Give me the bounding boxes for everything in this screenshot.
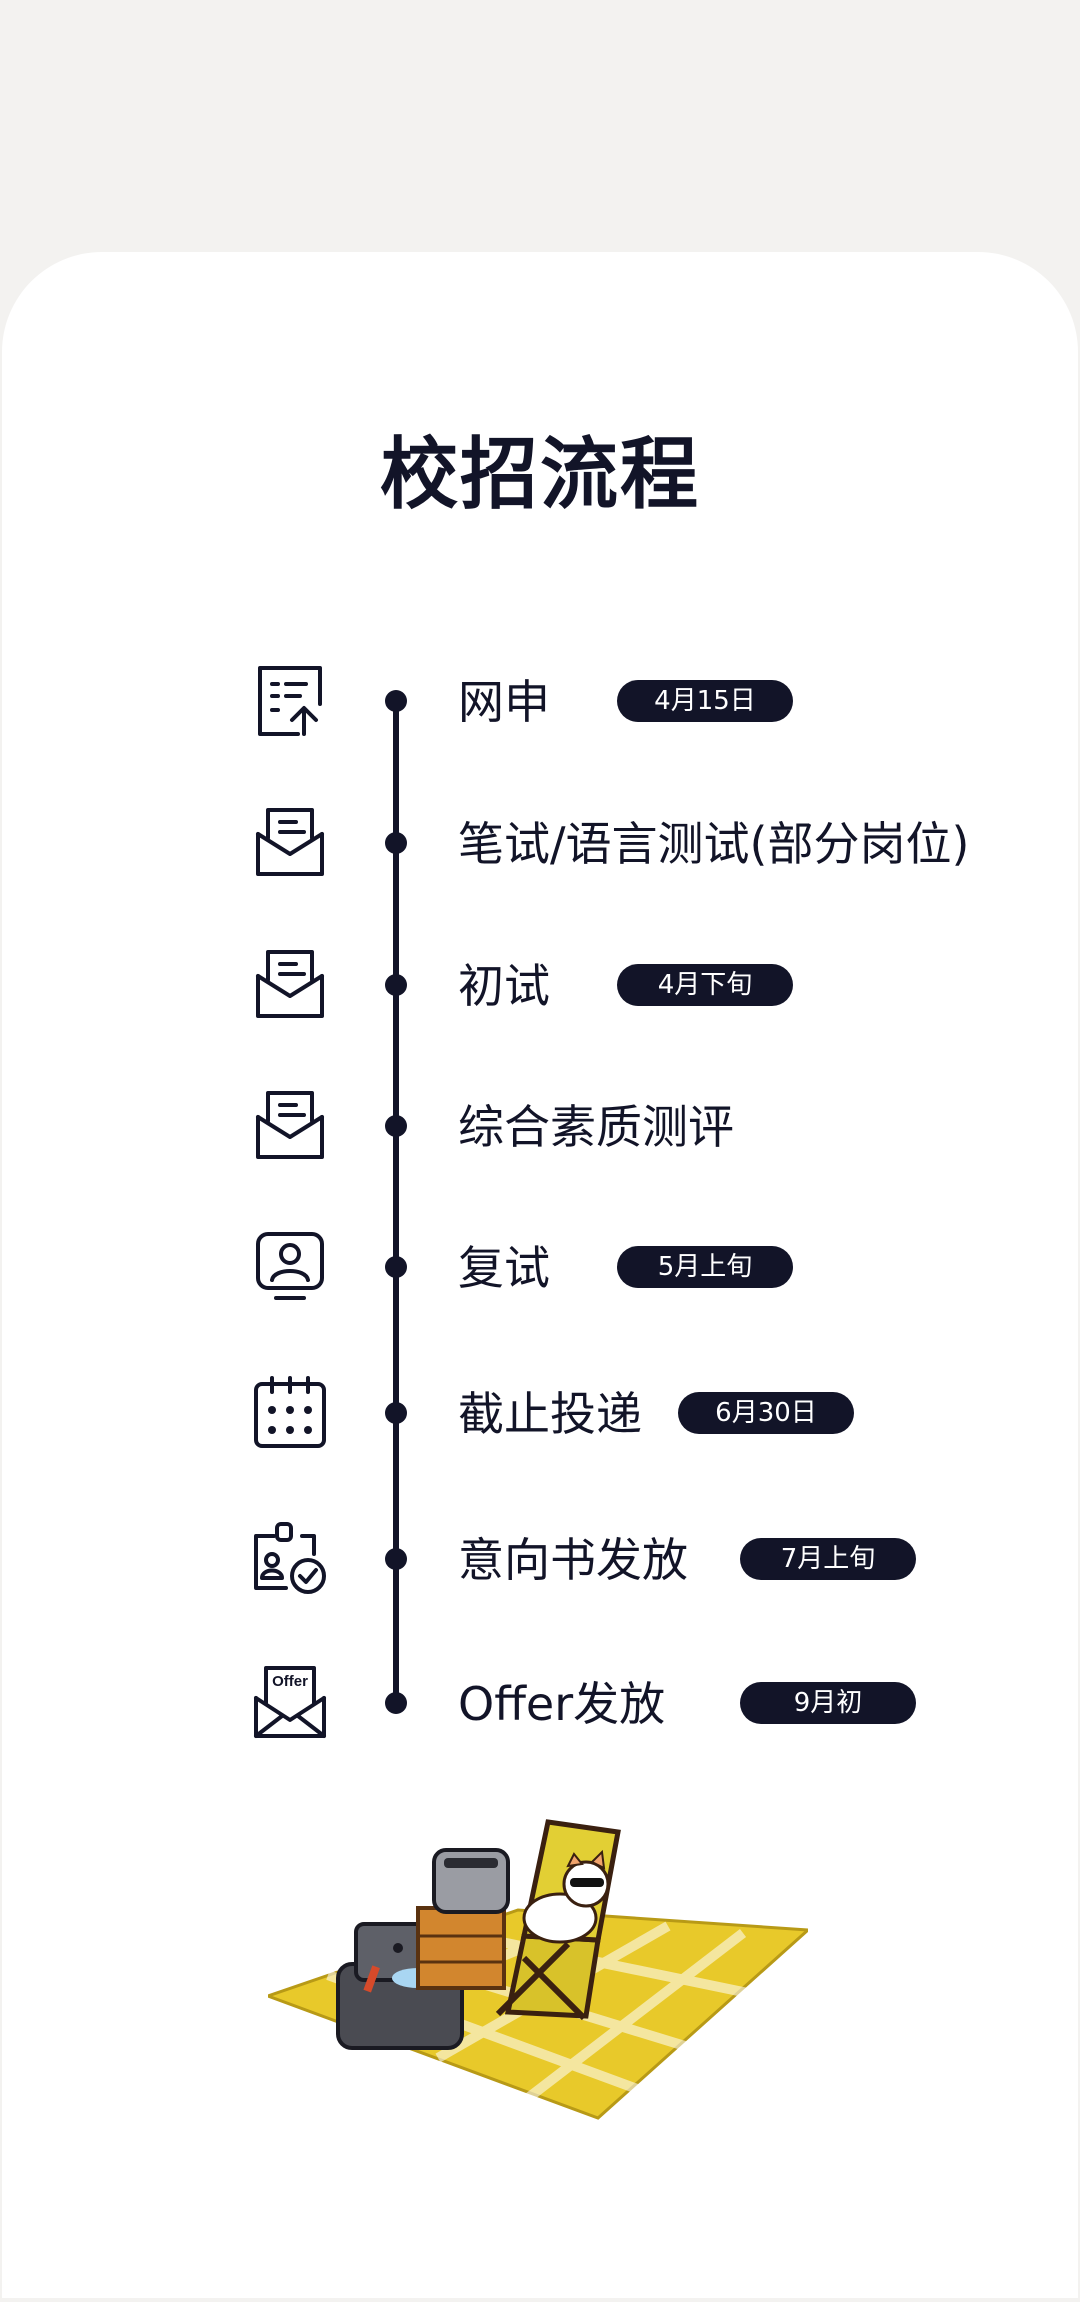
timeline-dot: [385, 974, 407, 996]
page-title: 校招流程: [379, 430, 700, 520]
step-date-badge: 9月初: [740, 1682, 916, 1724]
picnic-illustration: [268, 1818, 808, 2128]
timeline-dot: [385, 832, 407, 854]
step-label: Offer发放: [458, 1677, 666, 1731]
timeline-dot: [385, 1256, 407, 1278]
timeline-step-written-test: 笔试/语言测试(部分岗位): [0, 804, 1080, 894]
step-label: 初试: [458, 959, 550, 1013]
timeline-dot: [385, 690, 407, 712]
envelope-icon: [252, 946, 328, 1022]
timeline-line: [393, 704, 399, 1702]
timeline-step-second-interview: 复试 5月上旬: [0, 1228, 1080, 1318]
step-date-badge: 4月下旬: [617, 964, 793, 1006]
offer-envelope-icon: Offer: [252, 1664, 328, 1740]
timeline-step-first-interview: 初试 4月下旬: [0, 946, 1080, 1036]
timeline-step-offer: Offer Offer发放 9月初: [0, 1664, 1080, 1754]
step-date-badge: 6月30日: [678, 1392, 854, 1434]
video-interview-icon: [252, 1228, 328, 1304]
offer-icon-text: Offer: [272, 1673, 308, 1690]
timeline-step-deadline: 截止投递 6月30日: [0, 1374, 1080, 1464]
step-date-badge: 4月15日: [617, 680, 793, 722]
envelope-icon: [252, 1087, 328, 1163]
step-date-badge: 7月上旬: [740, 1538, 916, 1580]
step-label: 复试: [458, 1241, 550, 1295]
timeline-dot: [385, 1402, 407, 1424]
timeline-step-assessment: 综合素质测评: [0, 1087, 1080, 1177]
badge-check-icon: [252, 1520, 328, 1596]
step-label: 笔试/语言测试(部分岗位): [458, 817, 970, 871]
timeline-dot: [385, 1692, 407, 1714]
timeline-dot: [385, 1548, 407, 1570]
timeline-step-intent-letter: 意向书发放 7月上旬: [0, 1520, 1080, 1610]
step-label: 截止投递: [458, 1387, 642, 1441]
step-label: 意向书发放: [458, 1533, 688, 1587]
timeline-dot: [385, 1115, 407, 1137]
upload-document-icon: [252, 662, 328, 738]
envelope-icon: [252, 804, 328, 880]
timeline-step-online-apply: 网申 4月15日: [0, 662, 1080, 752]
step-label: 网申: [458, 675, 550, 729]
step-label: 综合素质测评: [458, 1100, 734, 1154]
step-date-badge: 5月上旬: [617, 1246, 793, 1288]
calendar-icon: [252, 1374, 328, 1450]
